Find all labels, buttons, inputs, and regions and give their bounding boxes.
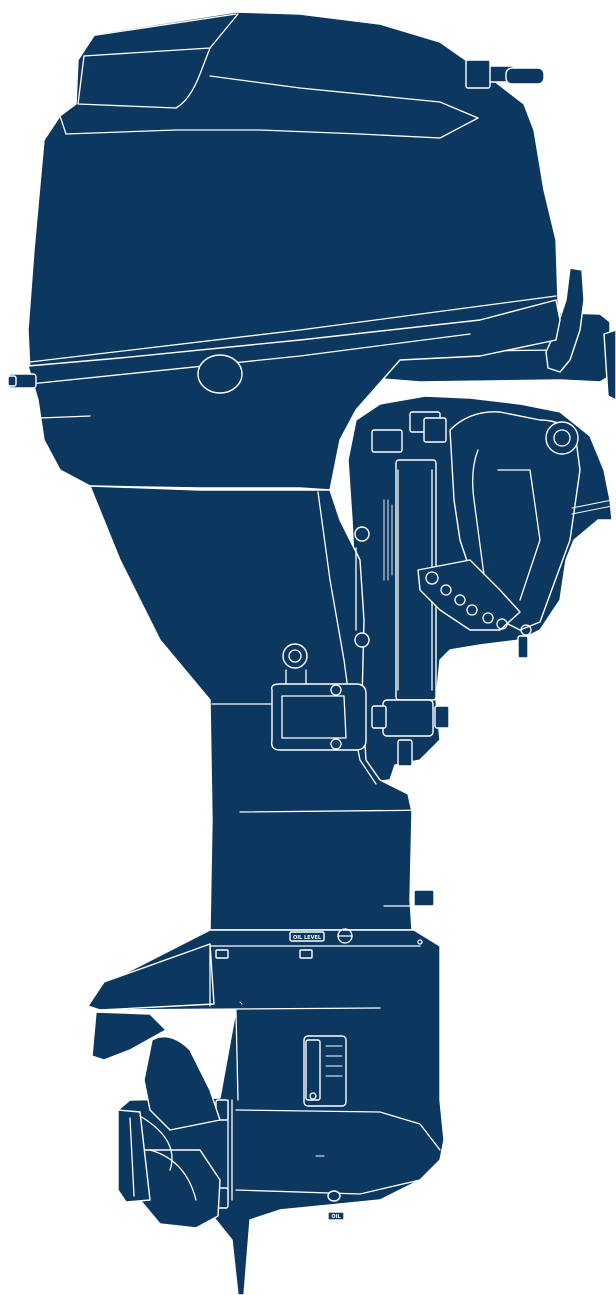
lower-cowling [7, 299, 561, 491]
midsection-cover [89, 485, 461, 931]
oil-level-plate [289, 931, 325, 942]
oil-small-label: OIL [331, 1214, 341, 1220]
top-cowling [27, 11, 561, 373]
propeller [117, 1036, 221, 1229]
clamp-bracket [347, 395, 613, 783]
gearcase: OIL LEVEL OIL [87, 928, 445, 1295]
oil-level-label: OIL LEVEL [293, 935, 322, 941]
oil-small-plate [327, 1211, 345, 1221]
